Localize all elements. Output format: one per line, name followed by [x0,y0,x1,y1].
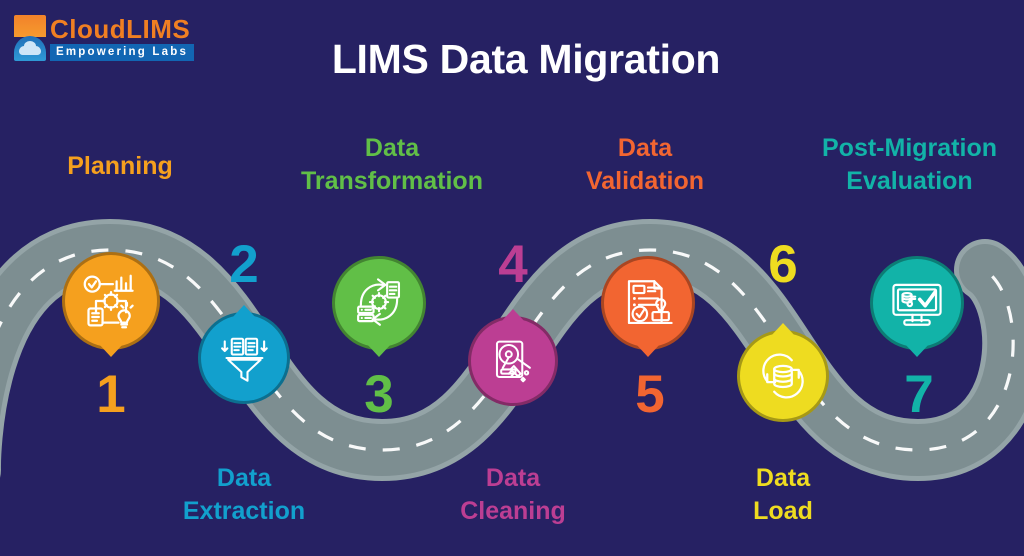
logo-wordmark: CloudLIMS [50,14,190,44]
logo-mark-icon [14,15,46,61]
monitor-verified-icon [892,283,942,326]
step-label-4: Data Cleaning [460,464,566,525]
page-title: LIMS Data Migration [331,36,721,82]
step-number-6: 6 [768,235,798,294]
disk-broom-icon [495,340,531,383]
logo-word-lims: LIMS [126,14,191,44]
step-pin-tail-1 [98,343,124,357]
step-disc-2 [198,312,290,404]
step-label-1: Planning [67,152,173,180]
step-number-1: 1 [96,365,126,424]
step-pin-6[interactable] [737,323,829,422]
step-disc-6 [737,330,829,422]
step-label-7: Post-Migration Evaluation [822,134,997,195]
document-stamp-check-icon [627,280,673,325]
step-disc-4 [468,316,558,406]
step-pin-3[interactable] [332,256,426,357]
step-pin-tail-5 [635,343,661,357]
logo-tagline: Empowering Labs [50,44,195,61]
step-number-4: 4 [498,235,528,294]
step-label-5: Data Validation [585,134,705,195]
step-disc-5 [601,256,695,350]
cloudlims-logo[interactable]: CloudLIMS Empowering Labs [14,14,232,68]
step-number-7: 7 [904,365,934,424]
transform-gear-cycle-icon [357,278,401,326]
step-number-5: 5 [635,365,665,424]
logo-word-cloud: Cloud [50,14,127,44]
step-pin-tail-3 [366,343,392,357]
step-pin-2[interactable] [198,305,290,404]
step-disc-1 [62,252,160,350]
step-pin-tail-4 [500,309,526,323]
step-pin-tail-7 [904,343,930,357]
step-pin-tail-2 [231,305,257,319]
cloud-icon [19,41,41,55]
step-pin-7[interactable] [870,256,964,357]
step-label-3: Data Transformation [301,134,483,195]
planning-workflow-icon [83,274,134,329]
data-funnel-icon [221,337,268,382]
step-label-2: Data Extraction [182,464,306,525]
step-disc-3 [332,256,426,350]
database-sync-icon [762,353,804,399]
logo-sky-band [14,15,46,38]
step-pin-5[interactable] [601,256,695,357]
step-label-6: Data Load [753,464,813,525]
step-pin-1[interactable] [62,252,160,357]
step-disc-7 [870,256,964,350]
step-pin-tail-6 [770,323,796,337]
step-pin-4[interactable] [468,309,558,406]
step-number-2: 2 [229,235,259,294]
step-number-3: 3 [364,365,394,424]
